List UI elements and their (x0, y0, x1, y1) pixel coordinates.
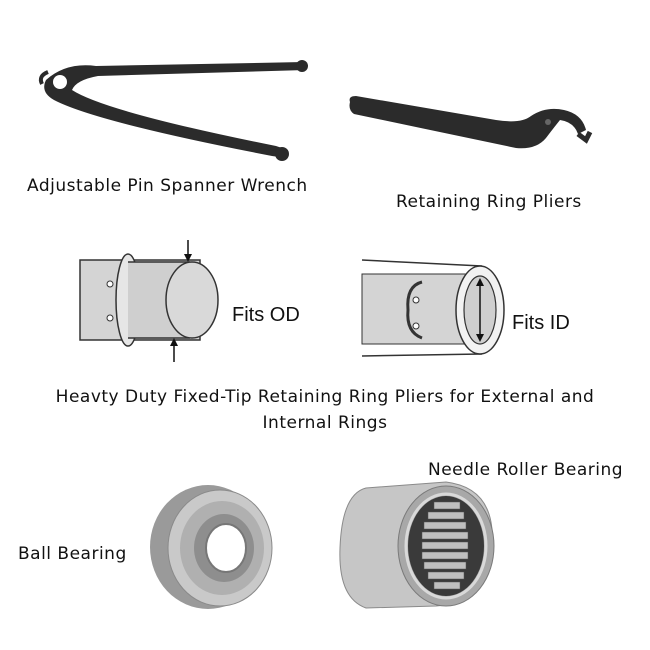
pliers-caption: Heavty Duty Fixed-Tip Retaining Ring Pli… (0, 384, 650, 436)
pin-spanner-label: Adjustable Pin Spanner Wrench (27, 176, 308, 196)
retaining-pliers-label: Retaining Ring Pliers (396, 192, 582, 212)
caption-line-1: Heavty Duty Fixed-Tip Retaining Ring Pli… (55, 387, 595, 407)
caption-line-2: Internal Rings (262, 413, 388, 433)
retaining-ring-pliers-image (349, 96, 593, 149)
ball-bearing-image (150, 485, 273, 609)
ball-bearing-label: Ball Bearing (18, 544, 127, 564)
needle-roller-bearing-image (339, 481, 495, 609)
fits-id-label: Fits ID (512, 312, 570, 334)
internal-ring-diagram (361, 259, 505, 357)
needle-bearing-label: Needle Roller Bearing (428, 460, 624, 480)
fits-od-label: Fits OD (232, 304, 300, 326)
pin-spanner-wrench-image (38, 60, 308, 161)
external-ring-diagram (79, 240, 219, 362)
